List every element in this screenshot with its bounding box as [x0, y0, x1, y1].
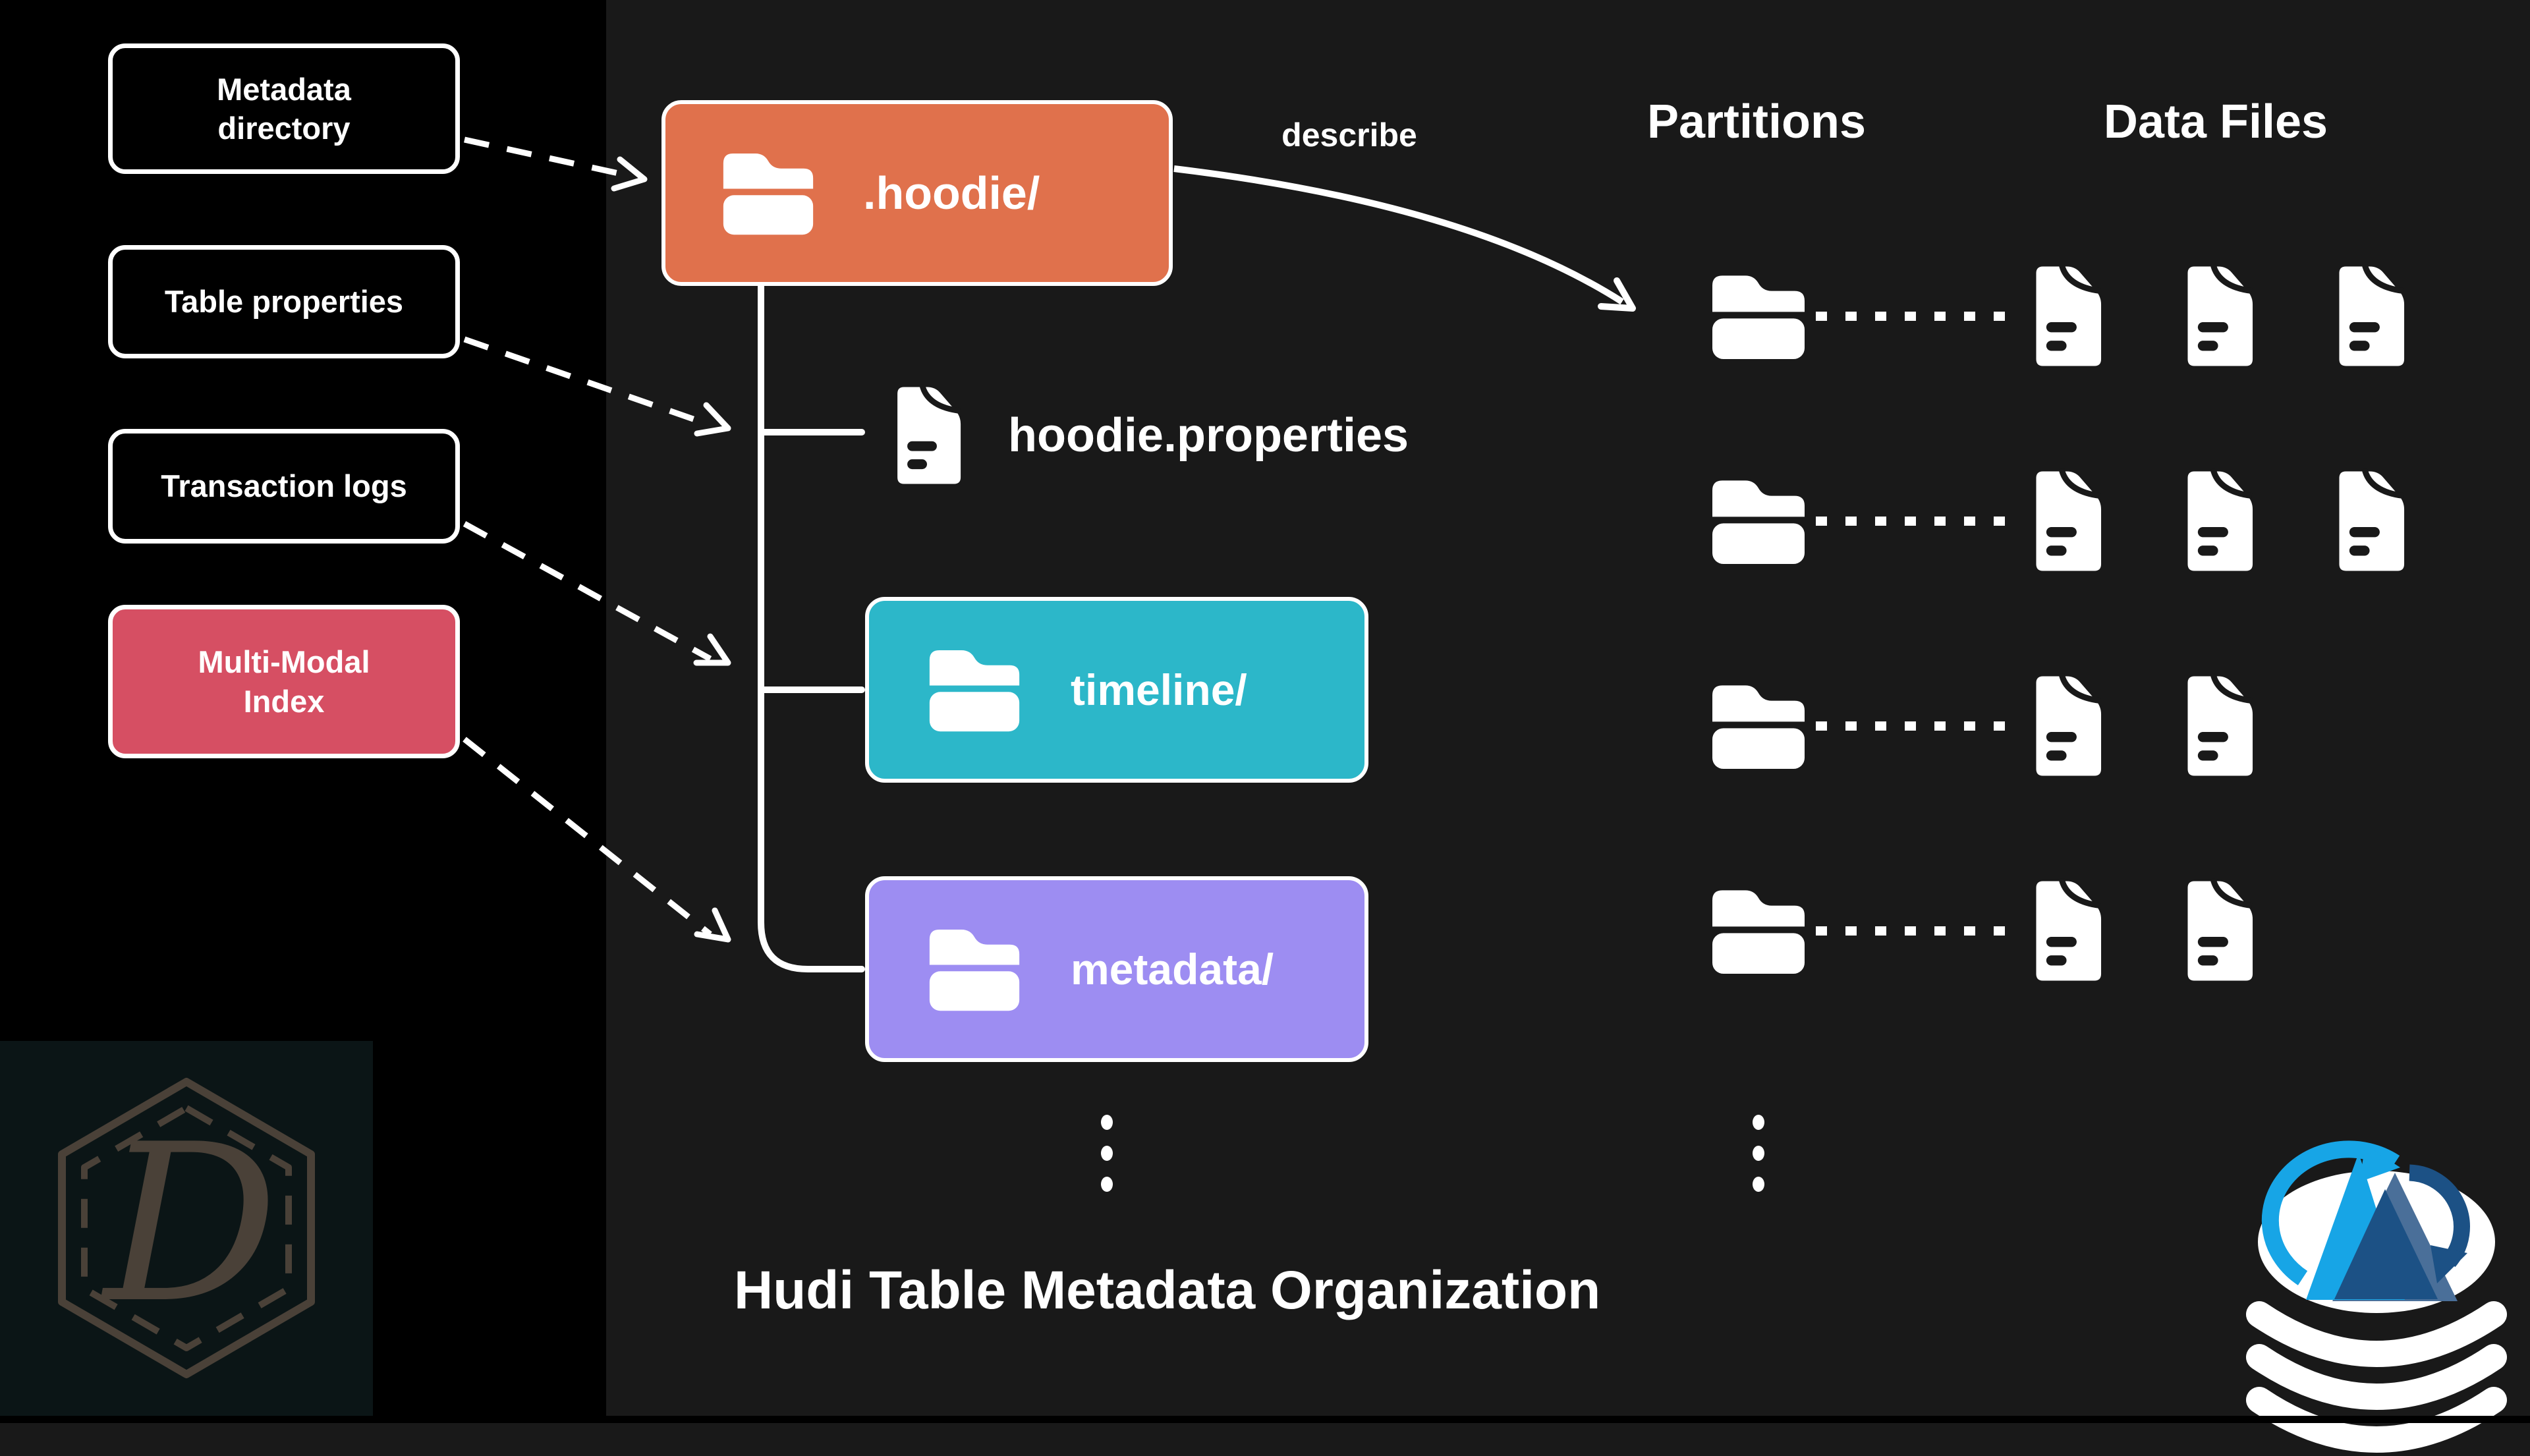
tree-lines: [758, 283, 865, 972]
data-file-icon: [2023, 663, 2107, 789]
dotted-connector: [1816, 517, 2013, 526]
dotted-connector: [1816, 721, 2013, 731]
data-file-icon: [2174, 663, 2259, 789]
hudi-database-logo-icon: [2246, 1140, 2507, 1453]
ellipsis-dot: [1753, 1115, 1764, 1130]
data-file-icon: [2023, 868, 2107, 994]
label-box-metadata-directory: Metadata directory: [108, 43, 460, 174]
more-partitions-ellipsis: [1753, 1115, 1764, 1192]
data-file-icon: [2326, 254, 2410, 379]
node-hoodie-directory: .hoodie/: [661, 100, 1173, 286]
label-box-text: Metadata directory: [217, 71, 351, 146]
partition-folder-icon: [1702, 472, 1814, 571]
node-hoodie-properties: hoodie.properties: [884, 382, 1409, 489]
label-box-multi-modal-index: Multi-Modal Index: [108, 605, 460, 758]
partition-rows: [1702, 263, 2410, 1086]
cycle-arrow-right: [2409, 1164, 2470, 1268]
folder-icon: [723, 153, 814, 235]
data-file-icon: [2023, 459, 2107, 584]
partition-folder-icon: [1702, 882, 1814, 980]
ellipsis-dot: [1101, 1115, 1113, 1130]
node-label: hoodie.properties: [1008, 409, 1409, 462]
data-file-icon: [2326, 459, 2410, 584]
partition-row: [1702, 878, 2410, 981]
describe-label: describe: [1281, 117, 1417, 154]
node-metadata-directory: metadata/: [865, 876, 1368, 1062]
dotted-connector: [1816, 312, 2013, 321]
ellipsis-dot: [1753, 1146, 1764, 1161]
ellipsis-dot: [1753, 1177, 1764, 1192]
node-label: timeline/: [1071, 665, 1247, 714]
data-files-column-title: Data Files: [2103, 96, 2328, 148]
node-timeline-directory: timeline/: [865, 597, 1368, 783]
cycle-arrow-left: [2261, 1140, 2400, 1285]
folder-icon: [929, 929, 1020, 1011]
partition-folder-icon: [1702, 267, 1814, 366]
triangle-core: [2334, 1189, 2438, 1299]
hexagon-d-logo-icon: D: [58, 1078, 315, 1378]
node-label: metadata/: [1071, 945, 1274, 994]
folder-icon: [929, 650, 1020, 732]
label-box-text: Transaction logs: [161, 468, 407, 504]
diagram-title: Hudi Table Metadata Organization: [734, 1260, 1601, 1320]
label-box-transaction-logs: Transaction logs: [108, 429, 460, 544]
describe-arrow: [1173, 165, 1636, 312]
partition-row: [1702, 263, 2410, 366]
hexagon-d-logo: D: [0, 1041, 373, 1416]
bottom-strip: [0, 1416, 2530, 1423]
data-file-icon: [2174, 868, 2259, 994]
data-file-icon: [2174, 459, 2259, 584]
ellipsis-dot: [1101, 1177, 1113, 1192]
label-box-text: Multi-Modal Index: [198, 644, 370, 719]
dotted-connector: [1816, 926, 2013, 936]
label-box-table-properties: Table properties: [108, 245, 460, 358]
partition-row: [1702, 468, 2410, 571]
data-file-icon: [2023, 254, 2107, 379]
more-items-ellipsis: [1101, 1115, 1113, 1192]
hudi-database-logo: [2237, 1107, 2514, 1453]
node-label: .hoodie/: [863, 167, 1040, 219]
data-file-icon: [2174, 254, 2259, 379]
label-box-text: Table properties: [164, 284, 404, 320]
file-icon: [897, 383, 961, 484]
ellipsis-dot: [1101, 1146, 1113, 1161]
svg-text:D: D: [101, 1098, 279, 1351]
partition-folder-icon: [1702, 677, 1814, 775]
partition-row: [1702, 673, 2410, 776]
partitions-column-title: Partitions: [1646, 96, 1867, 148]
